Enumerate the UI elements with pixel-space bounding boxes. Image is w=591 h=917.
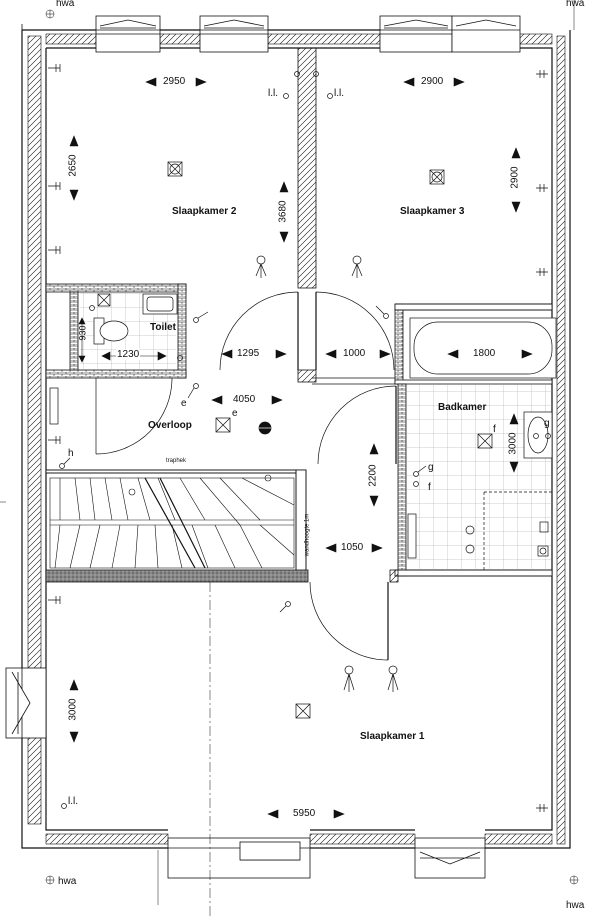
ceiling-light-icon bbox=[429, 169, 445, 185]
dimension-3000-badkamer: 3000 bbox=[507, 432, 519, 455]
outer-walls bbox=[21, 24, 571, 849]
dimension-2200: 2200 bbox=[367, 464, 379, 487]
dimension-5950: 5950 bbox=[292, 808, 317, 819]
hwa-label: hwa bbox=[566, 0, 585, 9]
wandhoogte-label: wandhoogte 1m bbox=[304, 513, 311, 557]
dimension-2650: 2650 bbox=[67, 154, 79, 177]
g-label: g bbox=[428, 462, 434, 473]
ceiling-light-icon bbox=[97, 293, 111, 307]
ceiling-light-icon bbox=[167, 161, 183, 177]
windows bbox=[5, 15, 521, 879]
socket-icon bbox=[387, 665, 399, 692]
sanitary bbox=[49, 292, 557, 570]
electrical-symbols bbox=[48, 64, 551, 812]
ceiling-light-icon bbox=[215, 417, 231, 433]
ll-label: l.l. bbox=[268, 88, 278, 99]
socket-icon bbox=[255, 255, 267, 278]
dimension-930: 930 bbox=[77, 325, 88, 341]
room-label-slaapkamer-2: Slaapkamer 2 bbox=[172, 206, 237, 217]
dimension-2900-vertical: 2900 bbox=[509, 166, 521, 189]
dimension-1000: 1000 bbox=[342, 348, 367, 359]
room-label-badkamer: Badkamer bbox=[438, 402, 487, 413]
e-label: e bbox=[232, 408, 238, 419]
f-label: f bbox=[428, 482, 431, 493]
dimension-1230: 1230 bbox=[116, 349, 141, 360]
dimension-3680: 3680 bbox=[277, 200, 289, 223]
socket-icon bbox=[343, 665, 355, 692]
smoke-detector-icon bbox=[258, 421, 272, 435]
stairs bbox=[49, 474, 295, 569]
traphek-label: traphek bbox=[166, 458, 187, 464]
ll-label: l.l. bbox=[334, 88, 344, 99]
hwa-label: hwa bbox=[58, 876, 77, 887]
dimension-2950: 2950 bbox=[162, 76, 187, 87]
dimension-1800: 1800 bbox=[472, 348, 497, 359]
dimension-arrows bbox=[69, 77, 533, 819]
dimension-2900: 2900 bbox=[420, 76, 445, 87]
hwa-label: hwa bbox=[56, 0, 75, 9]
ceiling-light-icon bbox=[477, 433, 493, 449]
interior-walls bbox=[45, 47, 553, 583]
ll-label: l.l. bbox=[68, 796, 78, 807]
h-label: h bbox=[68, 448, 74, 459]
room-label-toilet: Toilet bbox=[150, 322, 176, 333]
dimension-3000-slaapkamer-1: 3000 bbox=[67, 698, 79, 721]
dimension-4050: 4050 bbox=[232, 394, 257, 405]
socket-icon bbox=[465, 525, 475, 554]
room-label-slaapkamer-3: Slaapkamer 3 bbox=[400, 206, 465, 217]
dimension-1050: 1050 bbox=[340, 542, 365, 553]
room-label-slaapkamer-1: Slaapkamer 1 bbox=[360, 731, 425, 742]
ceiling-light-icon bbox=[295, 703, 311, 719]
f-label: f bbox=[493, 424, 496, 435]
e-label: e bbox=[181, 398, 187, 409]
dimension-1295: 1295 bbox=[236, 348, 261, 359]
room-label-overloop: Overloop bbox=[148, 420, 192, 431]
g-label: g bbox=[544, 418, 550, 429]
socket-icon bbox=[351, 255, 363, 278]
doors bbox=[95, 291, 397, 661]
reference-lines bbox=[0, 0, 579, 917]
hwa-label: hwa bbox=[566, 900, 585, 911]
